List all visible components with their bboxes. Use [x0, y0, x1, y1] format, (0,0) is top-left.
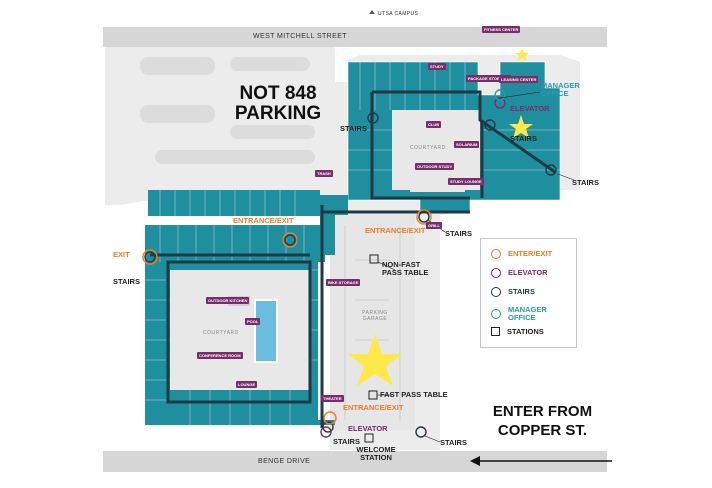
legend-manager-office-icon — [491, 308, 501, 319]
stairs-label-northwest: STAIRS — [340, 124, 367, 133]
exit-label: EXIT — [113, 250, 130, 259]
entrance-exit-label-north: ENTRANCE/EXIT — [233, 216, 294, 225]
stairs-markers — [144, 112, 557, 438]
pool — [254, 299, 278, 363]
tag-fitness-center: FITNESS CENTER — [482, 26, 521, 33]
heading-line-1: NOT 848 — [239, 83, 317, 104]
entrance-exit-label-garage: ENTRANCE/EXIT — [365, 226, 426, 235]
utsa-campus-label: UTSA CAMPUS — [378, 11, 419, 17]
north-west-building — [148, 190, 320, 216]
legend-elevator-label: ELEVATOR — [508, 268, 548, 278]
tag-conference-room: CONFERENCE ROOM — [197, 352, 243, 359]
enter-line-2: COPPER ST. — [497, 422, 588, 439]
entrance-exit-label-south: ENTRANCE/EXIT — [343, 403, 404, 412]
parking-garage-label: PARKING GARAGE — [362, 310, 388, 322]
legend-enter-exit-label: ENTER/EXIT — [508, 249, 553, 259]
tag-bike-storage: BIKE STORAGE — [326, 279, 361, 286]
west-mitchell-street-road — [103, 27, 607, 47]
benge-drive-road — [103, 451, 607, 472]
legend-stations-label: STATIONS — [507, 326, 544, 336]
corridors — [150, 90, 556, 428]
star-manager — [509, 115, 533, 138]
manager-office-marker — [494, 89, 506, 101]
legend-enter-exit-icon — [491, 249, 501, 259]
stairs-label-west: STAIRS — [113, 277, 140, 286]
tag-theater: THEATER — [321, 395, 344, 402]
tag-leasing-center: LEASING CENTER — [499, 76, 539, 83]
connector-building — [320, 195, 348, 255]
legend-stairs-icon — [491, 287, 501, 297]
street-benge-drive: BENGE DRIVE — [258, 458, 311, 465]
stairs-label-north: STAIRS — [510, 134, 537, 143]
enter-from-copper: ENTER FROM COPPER ST. — [480, 402, 605, 440]
legend-stations: STATIONS — [491, 327, 544, 336]
tag-study-lounge-north: STUDY LOUNGE — [448, 178, 484, 185]
tag-club: CLUB — [426, 121, 442, 128]
tag-pool: POOL — [245, 318, 261, 325]
stairs-label-east: STAIRS — [572, 178, 599, 187]
legend-elevator-icon — [491, 268, 501, 278]
star-garage — [347, 334, 403, 386]
enter-line-1: ENTER FROM — [492, 403, 593, 420]
legend-stairs: STAIRS — [491, 287, 535, 297]
tag-lounge: LOUNGE — [236, 381, 258, 388]
street-west-mitchell: WEST MITCHELL STREET — [253, 33, 347, 40]
station-non-fast-pass — [369, 254, 379, 264]
heading-line-2: PARKING — [234, 103, 322, 124]
elevator-label-north: ELEVATOR — [510, 104, 550, 113]
tag-trash: TRASH — [315, 170, 333, 177]
enter-arrow — [470, 456, 612, 466]
welcome-station-label: WELCOME STATION — [356, 445, 396, 462]
legend-manager-office: MANAGER OFFICE — [491, 306, 553, 321]
legend-manager-office-label: MANAGER OFFICE — [508, 305, 547, 322]
courtyard-label-south: COURTYARD — [203, 330, 239, 336]
stairs-label-garage: STAIRS — [445, 229, 472, 238]
south-courtyard — [170, 270, 310, 390]
legend-enter-exit: ENTER/EXIT — [491, 249, 552, 259]
non-fast-pass-label: NON-FAST PASS TABLE — [382, 260, 429, 277]
parking-garage — [330, 215, 415, 430]
tag-outdoor-study: OUTDOOR STUDY — [415, 163, 455, 170]
stairs-label-south: STAIRS — [333, 437, 360, 446]
parking-row-markings — [140, 57, 315, 164]
tag-outdoor-kitchen: OUTDOOR KITCHEN — [206, 297, 250, 304]
tag-solarium: SOLARIUM — [454, 141, 480, 148]
station-welcome — [364, 433, 374, 443]
utsa-arrow — [369, 10, 375, 14]
star-north — [515, 48, 529, 61]
map-legend: ENTER/EXIT ELEVATOR STAIRS MANAGER OFFIC… — [480, 238, 577, 348]
not-848-parking-heading: NOT 848 PARKING — [230, 84, 326, 124]
courtyard-label-north: COURTYARD — [410, 145, 446, 151]
fast-pass-label: FAST PASS TABLE — [380, 390, 448, 399]
tag-study: STUDY — [428, 63, 446, 70]
stairs-label-southeast: STAIRS — [440, 438, 467, 447]
enter-exit-markers — [142, 209, 432, 425]
tag-package-storage: PACKAGE STORAGE — [466, 75, 511, 82]
garage-stall-lines — [344, 225, 401, 420]
legend-elevator: ELEVATOR — [491, 268, 548, 278]
legend-stairs-label: STAIRS — [508, 287, 535, 297]
tag-grill: GRILL — [426, 222, 442, 229]
legend-stations-icon — [491, 327, 500, 336]
elevator-label-south: ELEVATOR — [348, 424, 388, 433]
